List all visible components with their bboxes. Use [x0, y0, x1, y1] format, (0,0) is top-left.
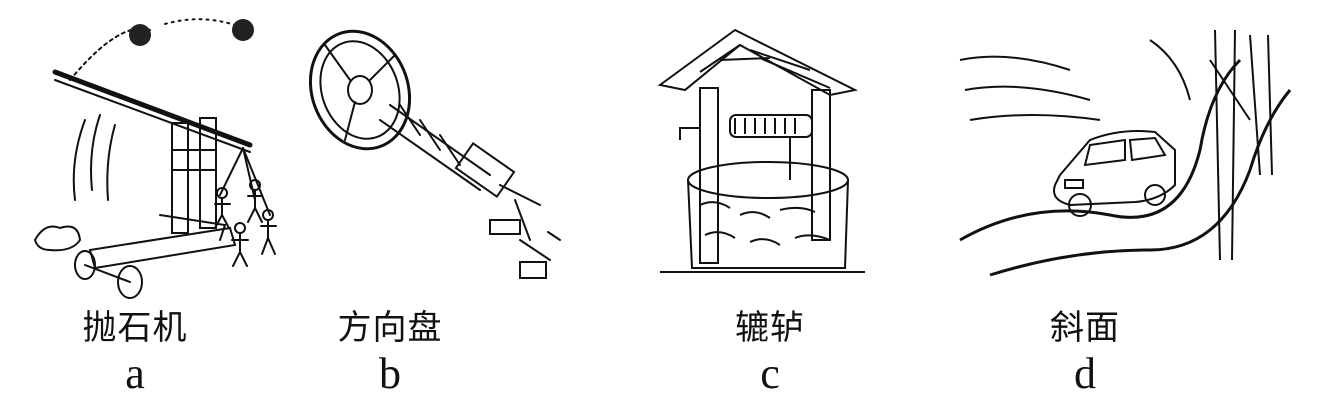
catapult-illustration	[33, 18, 277, 299]
figure-name: 抛石机	[82, 308, 188, 348]
figure-windlass: 辘轳 c	[640, 0, 880, 413]
figure-letter: b	[379, 349, 401, 398]
figure-steering-wheel: 方向盘 b	[300, 0, 600, 413]
figure-name: 辘轳	[735, 308, 805, 348]
steering-wheel-illustration	[308, 29, 561, 279]
slope-illustration	[959, 29, 1292, 277]
figure-name: 斜面	[1050, 308, 1120, 348]
figure-catapult: 抛石机 a	[0, 0, 330, 413]
figure-slope: 斜面 d	[950, 0, 1300, 413]
figure-letter: c	[760, 349, 780, 398]
figure-name: 方向盘	[337, 308, 443, 348]
windlass-illustration	[657, 28, 865, 273]
figure-letter: a	[125, 349, 145, 398]
figure-letter: d	[1074, 349, 1096, 398]
